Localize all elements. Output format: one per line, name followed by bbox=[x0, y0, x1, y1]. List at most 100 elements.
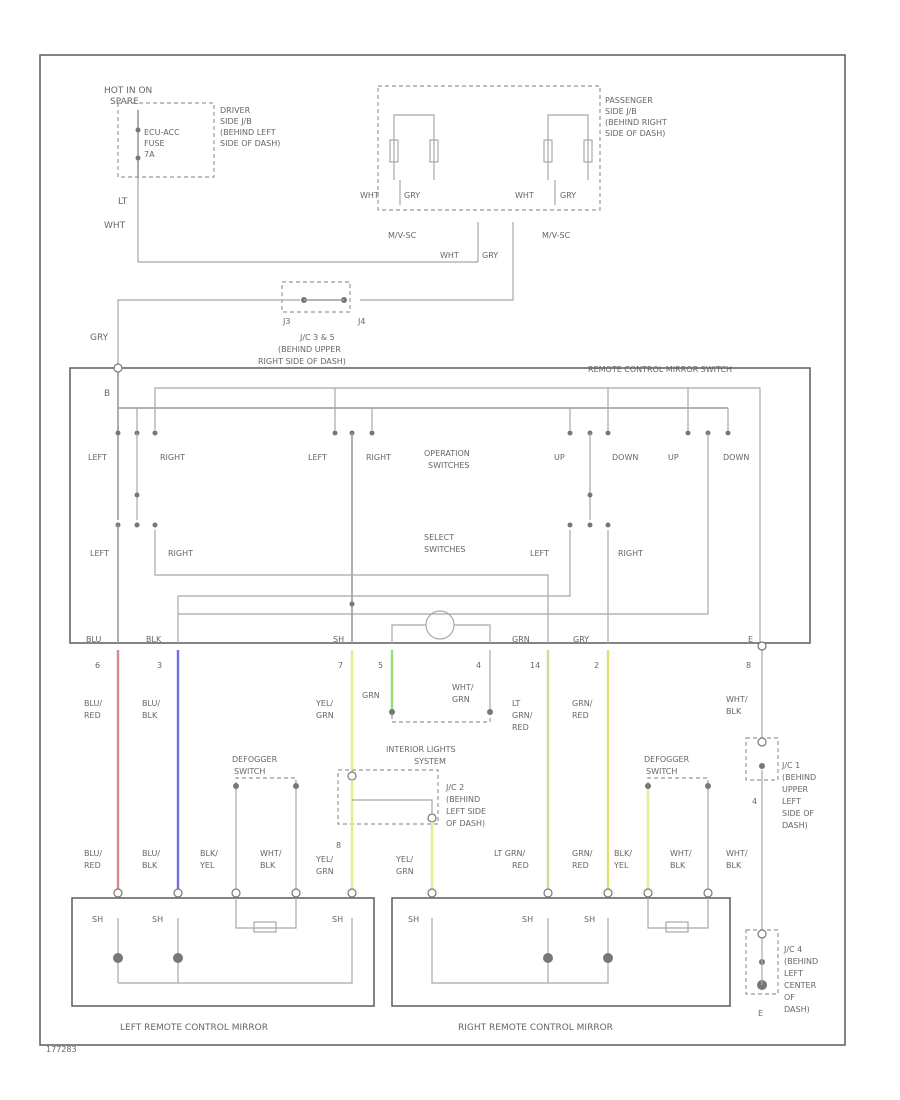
relay2-wire-wht: WHT bbox=[515, 191, 534, 200]
br-11: WHT/ bbox=[726, 849, 748, 858]
bl-1: BLU/ bbox=[84, 849, 102, 858]
right-mirror-sh-2: SH bbox=[522, 915, 533, 924]
br-8: YEL bbox=[613, 861, 629, 870]
switch-title: REMOTE CONTROL MIRROR SWITCH bbox=[588, 365, 732, 374]
op-label-right-1: RIGHT bbox=[160, 453, 185, 462]
right-mirror-sh-3: SH bbox=[584, 915, 595, 924]
bl-4: BLK bbox=[142, 861, 158, 870]
select-left-1: LEFT bbox=[90, 549, 109, 558]
jc1-4: LEFT bbox=[782, 797, 801, 806]
left-mirror-sh-1: SH bbox=[92, 915, 103, 924]
fuse-text-1: ECU-ACC bbox=[144, 128, 180, 137]
br-1: YEL/ bbox=[395, 855, 413, 864]
jc-pin-j4: J4 bbox=[357, 317, 365, 326]
pin-8: 8 bbox=[746, 661, 751, 670]
defogger-right-2: SWITCH bbox=[646, 767, 677, 776]
conn-blk: BLK bbox=[146, 635, 162, 644]
select-2: SWITCHES bbox=[424, 545, 466, 554]
pin-4: 4 bbox=[476, 661, 481, 670]
conn-e: E bbox=[748, 635, 753, 644]
fuse-text-3: 7A bbox=[144, 150, 155, 159]
wlabel-wht-blk-2: BLK bbox=[726, 707, 742, 716]
defogger-right-1: DEFOGGER bbox=[644, 755, 690, 764]
wlabel-grn-red-1: GRN/ bbox=[572, 699, 593, 708]
op-label-down-2: DOWN bbox=[723, 453, 749, 462]
op-label-down-1: DOWN bbox=[612, 453, 638, 462]
wlabel-lt-grn-red-1: LT bbox=[512, 699, 520, 708]
bl-9: YEL/ bbox=[315, 855, 333, 864]
lt-label: LT bbox=[118, 197, 128, 207]
wlabel-blu-red-2: RED bbox=[84, 711, 101, 720]
jc-title-2: (BEHIND UPPER bbox=[278, 345, 341, 354]
relay-name-1: M/V-SC bbox=[388, 231, 417, 240]
right-mirror-box bbox=[391, 897, 731, 1007]
jc4-4: CENTER bbox=[784, 981, 817, 990]
bl-6: YEL bbox=[199, 861, 215, 870]
gry-label: GRY bbox=[90, 333, 109, 343]
jc4-1: J/C 4 bbox=[783, 945, 802, 954]
bl-10: GRN bbox=[316, 867, 334, 876]
operation-1: OPERATION bbox=[424, 449, 470, 458]
hot-label: HOT IN ON bbox=[104, 86, 152, 96]
br-12: BLK bbox=[726, 861, 742, 870]
jc1-2: (BEHIND bbox=[782, 773, 816, 782]
bl-2: RED bbox=[84, 861, 101, 870]
op-label-left-2: LEFT bbox=[308, 453, 327, 462]
hot-label-2: SPARE bbox=[110, 97, 139, 107]
left-mirror-sh-3: SH bbox=[332, 915, 343, 924]
jc-title-3: RIGHT SIDE OF DASH) bbox=[258, 357, 346, 366]
operation-2: SWITCHES bbox=[428, 461, 470, 470]
wlabel-blu-blk-1: BLU/ bbox=[142, 699, 160, 708]
left-mirror-internals bbox=[113, 888, 357, 984]
conn-sh: SH bbox=[333, 635, 344, 644]
wlabel-blu-blk-2: BLK bbox=[142, 711, 158, 720]
wlabel-yel-grn-2: GRN bbox=[316, 711, 334, 720]
wht-bottom: WHT bbox=[440, 251, 459, 260]
driver-jb-4: SIDE OF DASH) bbox=[220, 139, 280, 148]
gry-bottom: GRY bbox=[482, 251, 498, 260]
interior-1: INTERIOR LIGHTS bbox=[386, 745, 456, 754]
pin-8-jc2: 8 bbox=[336, 841, 341, 850]
jc2-box bbox=[337, 769, 439, 825]
driver-jb-2: SIDE J/B bbox=[220, 117, 252, 126]
pin-6: 6 bbox=[95, 661, 100, 670]
op-label-up-1: UP bbox=[554, 453, 565, 462]
jc2-4: OF DASH) bbox=[446, 819, 485, 828]
pin-2: 2 bbox=[594, 661, 599, 670]
left-mirror-box bbox=[71, 897, 375, 1007]
br-9: WHT/ bbox=[670, 849, 692, 858]
passenger-jb-4: SIDE OF DASH) bbox=[605, 129, 665, 138]
pin-b: B bbox=[104, 389, 110, 399]
jc-pin-j3: J3 bbox=[282, 317, 290, 326]
left-mirror-label: LEFT REMOTE CONTROL MIRROR bbox=[120, 1023, 268, 1033]
wlabel-lt-grn-red-3: RED bbox=[512, 723, 529, 732]
operation-contacts bbox=[115, 388, 731, 436]
op-label-right-2: RIGHT bbox=[366, 453, 391, 462]
jc1-5: SIDE OF bbox=[782, 809, 814, 818]
passenger-jb-2: SIDE J/B bbox=[605, 107, 637, 116]
wlabel-wht-grn-1: WHT/ bbox=[452, 683, 474, 692]
pin-14: 14 bbox=[530, 661, 540, 670]
br-6: RED bbox=[572, 861, 589, 870]
wlabel-grn: GRN bbox=[362, 691, 380, 700]
passenger-jb-3: (BEHIND RIGHT bbox=[605, 118, 667, 127]
pin-5: 5 bbox=[378, 661, 383, 670]
outer-frame bbox=[39, 54, 846, 1046]
br-3: LT GRN/ bbox=[494, 849, 526, 858]
conn-gry: GRY bbox=[573, 635, 589, 644]
pin-7: 7 bbox=[338, 661, 343, 670]
relay2-wire-gry: GRY bbox=[560, 191, 576, 200]
op-label-up-2: UP bbox=[668, 453, 679, 462]
right-mirror-internals bbox=[427, 888, 713, 984]
jc2-3: LEFT SIDE bbox=[446, 807, 486, 816]
select-right-1: RIGHT bbox=[168, 549, 193, 558]
relay1-wire-gry: GRY bbox=[404, 191, 420, 200]
indicator-lamp bbox=[425, 610, 455, 640]
defogger-left-1: DEFOGGER bbox=[232, 755, 278, 764]
wlabel-blu-red-1: BLU/ bbox=[84, 699, 102, 708]
jc4-6: DASH) bbox=[784, 1005, 810, 1014]
br-7: BLK/ bbox=[614, 849, 632, 858]
jc2-1: J/C 2 bbox=[445, 783, 464, 792]
jc1-6: DASH) bbox=[782, 821, 808, 830]
